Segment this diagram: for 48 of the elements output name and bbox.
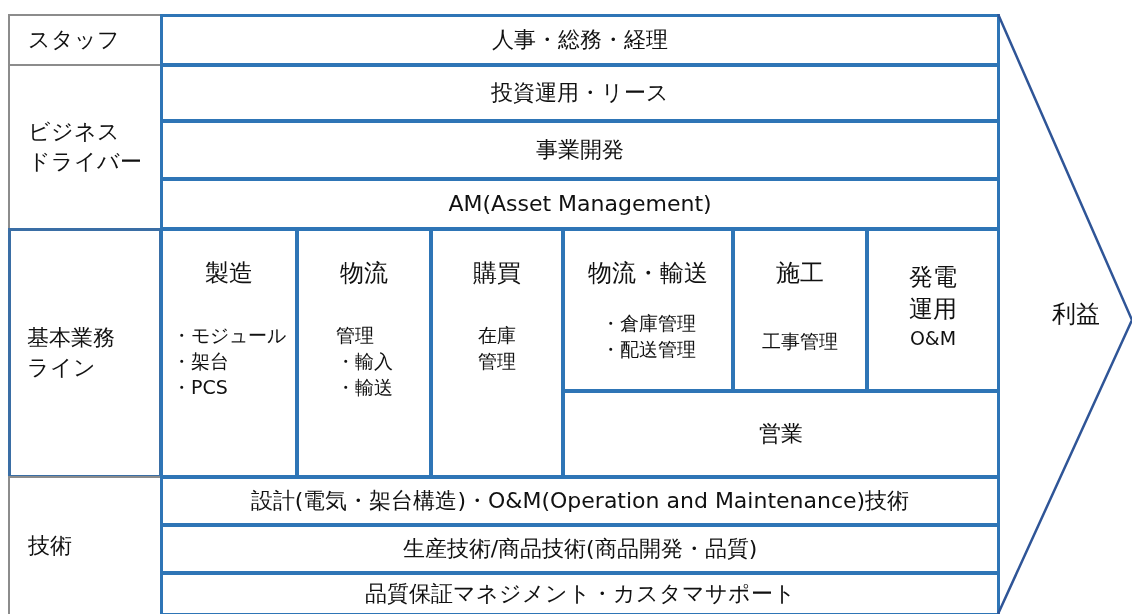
cell-text: 人事・総務・経理 bbox=[492, 26, 668, 55]
cell-text: 投資運用・リース bbox=[491, 79, 669, 108]
function-cell bbox=[562, 390, 1000, 478]
cell-text: 技術 bbox=[28, 532, 73, 561]
cell-text: ・配送管理 bbox=[600, 337, 696, 363]
cell-text: ・モジュール bbox=[172, 323, 286, 349]
function-cell bbox=[160, 178, 1000, 230]
cell-text: 設計(電気・架台構造)・O&M(Operation and Maintenance)技術 bbox=[250, 487, 910, 516]
cell-text: 利益 bbox=[1052, 298, 1101, 330]
cell-text: スタッフ bbox=[28, 26, 121, 55]
cell-text: 生産技術/商品技術(商品開発・品質) bbox=[402, 535, 758, 564]
cell-text: 事業開発 bbox=[536, 136, 624, 165]
cell-text: ビジネスドライバー bbox=[28, 118, 143, 176]
cell-text: ・架台 bbox=[172, 349, 229, 375]
function-cell bbox=[160, 120, 1000, 180]
function-cell bbox=[866, 228, 1000, 392]
category-cell bbox=[8, 14, 162, 66]
cell-heading: 発電運用 bbox=[908, 262, 958, 326]
cell-text: ・輸入 bbox=[335, 349, 393, 375]
function-cell bbox=[160, 524, 1000, 574]
function-cell bbox=[160, 572, 1000, 614]
category-cell bbox=[8, 228, 162, 478]
cell-text: ・輸送 bbox=[335, 374, 393, 400]
function-cell bbox=[160, 14, 1000, 66]
cell-text: 管理 bbox=[335, 323, 374, 349]
cell-text: 品質保証マネジメント・カスタマサポート bbox=[364, 580, 796, 609]
cell-text: AM(Asset Management) bbox=[448, 190, 712, 219]
cell-heading: 施工 bbox=[776, 258, 824, 289]
cell-text: 在庫管理 bbox=[477, 323, 517, 375]
cell-text: 工事管理 bbox=[762, 329, 838, 355]
cell-text: ・PCS bbox=[172, 374, 228, 400]
category-cell bbox=[8, 476, 162, 614]
function-cell bbox=[160, 64, 1000, 122]
function-cell bbox=[160, 476, 1000, 526]
cell-text: 営業 bbox=[759, 420, 803, 449]
cell-heading: 物流・輸送 bbox=[588, 258, 708, 289]
cell-text: 基本業務ライン bbox=[27, 324, 116, 382]
cell-heading: 製造 bbox=[205, 258, 253, 289]
function-cell bbox=[296, 228, 432, 478]
cell-text: ・倉庫管理 bbox=[600, 311, 696, 337]
profit-chevron bbox=[996, 14, 1132, 614]
cell-heading: 購買 bbox=[473, 258, 521, 289]
function-cell bbox=[562, 228, 734, 392]
cell-text: O&M bbox=[909, 325, 957, 351]
function-cell bbox=[160, 228, 298, 478]
cell-heading: 物流 bbox=[340, 258, 388, 289]
function-cell bbox=[732, 228, 868, 392]
function-cell bbox=[430, 228, 564, 478]
